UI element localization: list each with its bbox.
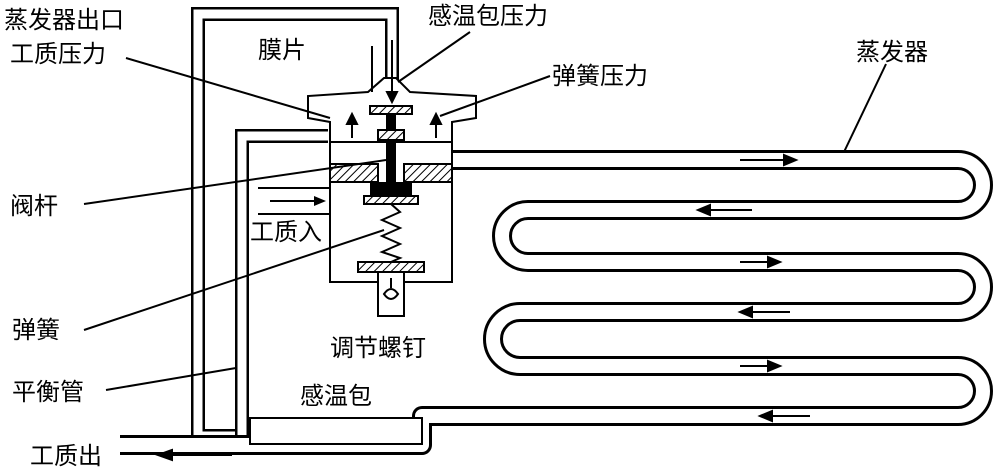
label-spring-pressure: 弹簧压力 [552, 62, 648, 90]
equalizer-tube [235, 129, 328, 445]
label-spring: 弹簧 [12, 316, 60, 344]
diaphragm-housing [307, 77, 477, 143]
evaporator-coil [120, 150, 993, 455]
diaphragm [369, 105, 413, 115]
label-equalizer-tube: 平衡管 [12, 378, 84, 406]
pressure-arrows [345, 40, 443, 138]
valve-stem [363, 114, 419, 205]
label-bulb-pressure: 感温包压力 [428, 2, 548, 30]
adjusting-screw [377, 271, 405, 317]
spring-seat [357, 261, 425, 273]
label-refrigerant-out: 工质出 [30, 442, 102, 470]
inlet-pipe [258, 187, 330, 215]
label-valve-stem: 阀杆 [10, 192, 58, 220]
sensing-bulb [249, 417, 423, 445]
label-diaphragm: 膜片 [258, 36, 306, 64]
flow-arrows [155, 153, 810, 462]
label-adjusting-screw: 调节螺钉 [330, 334, 426, 362]
label-evap-outlet-line2: 工质压力 [10, 40, 106, 68]
label-evap-outlet-line1: 蒸发器出口 [4, 6, 124, 34]
spring-coil [379, 203, 403, 263]
label-refrigerant-in: 工质入 [250, 218, 322, 246]
leader-lines [83, 31, 887, 391]
label-sensing-bulb: 感温包 [300, 382, 372, 410]
label-evaporator: 蒸发器 [856, 38, 928, 66]
